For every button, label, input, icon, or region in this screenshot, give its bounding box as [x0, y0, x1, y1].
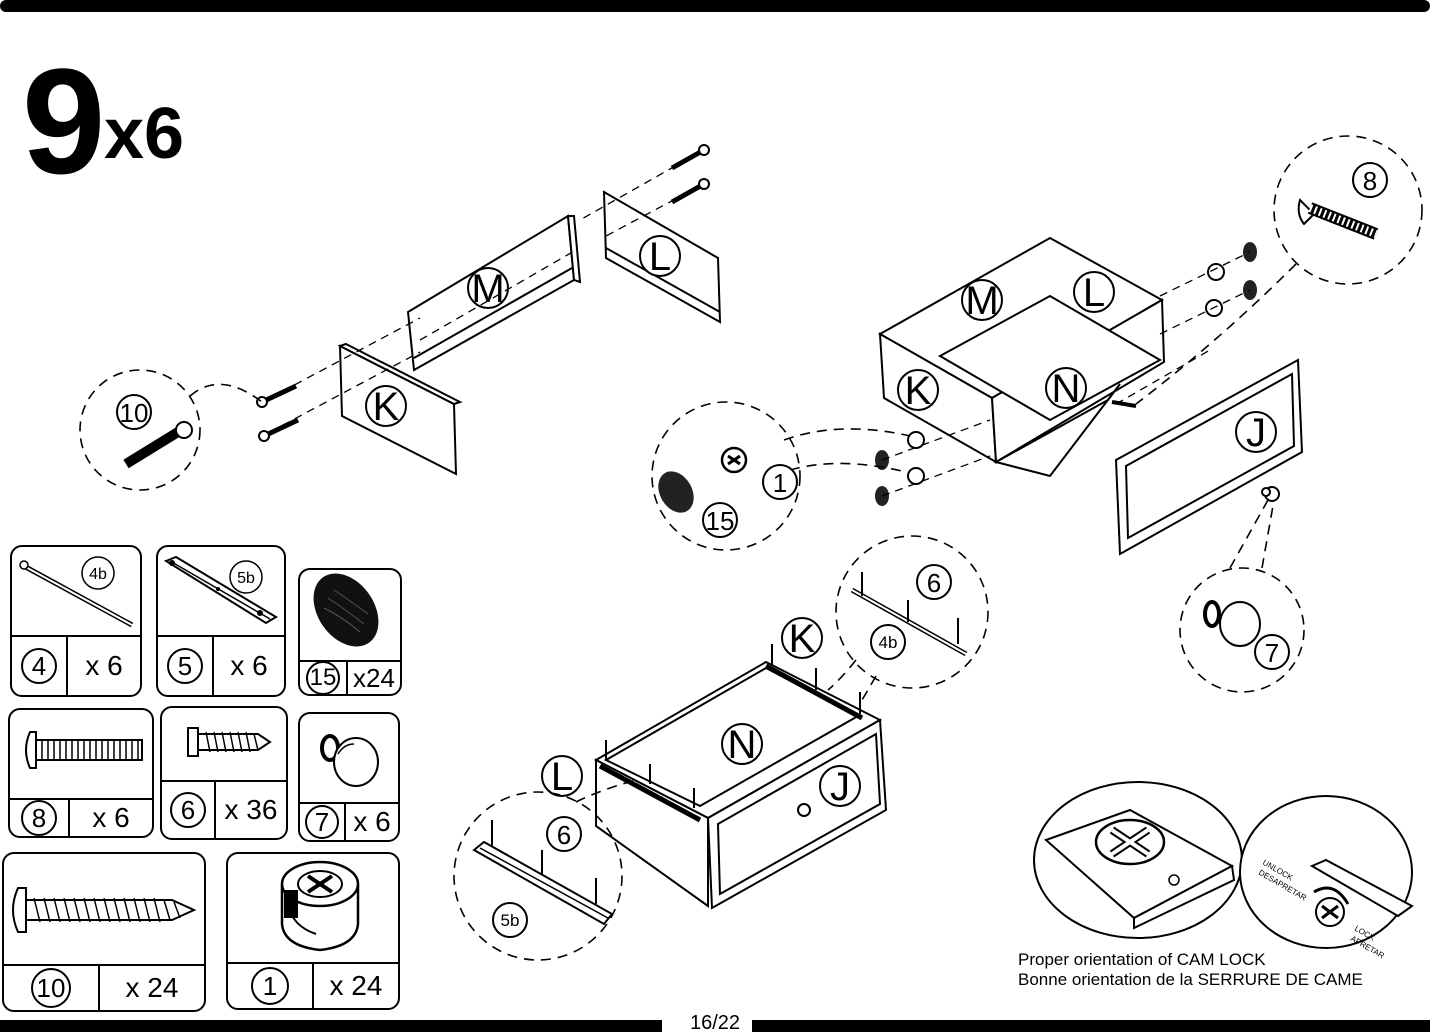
part-1-id: 1 — [251, 967, 289, 1005]
callout-10: 10 — [79, 369, 263, 491]
part-7-qty: x 6 — [353, 806, 391, 837]
front-knob — [1261, 486, 1280, 502]
part-15-qty: x24 — [353, 662, 395, 693]
part-6-box: 6 x 36 — [160, 706, 288, 840]
part-10-id: 10 — [31, 968, 71, 1008]
rail-tag-5b: 5b — [237, 570, 255, 587]
drawer-rail-5b-icon: 5b — [163, 555, 278, 625]
knob-7-icon — [320, 734, 379, 787]
callout-1-label: 1 — [773, 468, 787, 498]
part-1-box: 1 x 24 — [226, 852, 400, 1010]
part-5-qty: x 6 — [230, 650, 268, 681]
callout-6-4b: 6 4b — [827, 535, 989, 701]
cam-lock-caption-fr: Bonne orientation de la SERRURE DE CAME — [1018, 970, 1363, 989]
part-5-box: 5b 5 x 6 — [156, 545, 286, 697]
callout-4b-label: 4b — [879, 633, 898, 652]
drawer-rail-4b-icon: 4b — [19, 556, 134, 628]
step-number: 9 — [22, 37, 105, 205]
part-10-box: 10 x 24 — [2, 852, 206, 1012]
callout-10-label: 10 — [120, 398, 149, 428]
part-7-id: 7 — [305, 805, 339, 839]
top-border-bar — [0, 0, 1430, 12]
screw-6-icon — [187, 727, 272, 757]
part-4-qty: x 6 — [85, 650, 123, 681]
callout-6-top-label: 6 — [927, 568, 941, 598]
label-l-assembled: L — [1083, 271, 1105, 315]
part-10-qty: x 24 — [125, 972, 179, 1003]
drawer-assembled-box: M L K N — [877, 236, 1166, 478]
label-m-assembled: M — [965, 279, 998, 323]
label-j-bottom: J — [830, 765, 850, 809]
part-5-id: 5 — [167, 648, 203, 684]
part-8-id: 8 — [21, 800, 57, 836]
part-8-qty: x 6 — [92, 802, 130, 833]
cam-cover-cap-icon — [313, 573, 379, 647]
callout-5b-label: 5b — [501, 911, 520, 930]
label-k-bottom: K — [789, 617, 816, 661]
label-k-exploded: K — [373, 385, 400, 429]
cam-lock-caption-en: Proper orientation of CAM LOCK — [1018, 950, 1266, 969]
rail-tag-4b: 4b — [89, 566, 107, 583]
label-k-assembled: K — [905, 369, 932, 413]
callout-6-5b: 6 5b — [453, 779, 637, 961]
part-7-box: 7 x 6 — [298, 712, 400, 842]
wood-screw-10-icon — [12, 887, 197, 933]
cam-lock-detail-right: UNLOCK DESAPRETAR LOCK APRETAR — [1239, 795, 1414, 960]
screw-guides-exploded — [256, 144, 710, 442]
bolt-8-icon — [25, 731, 143, 769]
cam-lock-detail-left — [1033, 781, 1243, 939]
part-15-id: 15 — [306, 661, 340, 695]
part-6-id: 6 — [170, 792, 206, 828]
callout-1-15: 1 15 — [651, 401, 911, 551]
label-n-bottom: N — [728, 723, 757, 767]
label-l-exploded: L — [649, 235, 671, 279]
bottom-border-bar-right — [752, 1020, 1430, 1032]
page-number: 16/22 — [689, 1012, 741, 1034]
drawer-front-j: J — [1114, 358, 1304, 556]
callout-8-label: 8 — [1363, 166, 1377, 196]
callout-7: 7 — [1179, 499, 1305, 693]
part-15-box: 15 x24 — [298, 568, 402, 696]
callout-8: 8 — [1135, 135, 1423, 405]
part-6-qty: x 36 — [224, 794, 278, 825]
cam-fittings — [875, 242, 1257, 506]
label-l-bottom: L — [551, 755, 573, 799]
cam-lock-1-icon — [280, 860, 360, 952]
part-4-box: 4b 4 x 6 — [10, 545, 142, 697]
part-8-box: 8 x 6 — [8, 708, 154, 838]
callout-15-label: 15 — [706, 506, 735, 536]
callout-7-label: 7 — [1265, 638, 1279, 668]
cam-lock-caption: Proper orientation of CAM LOCK Bonne ori… — [1018, 950, 1363, 990]
bottom-border-bar-left — [0, 1020, 662, 1032]
callout-6-bottom-label: 6 — [557, 820, 571, 850]
drawer-with-rails: N J K L — [541, 617, 888, 910]
label-n-assembled: N — [1052, 367, 1081, 411]
label-j-front: J — [1246, 411, 1266, 455]
panel-m-exploded: M — [406, 214, 582, 372]
panel-l-exploded: L — [602, 190, 722, 324]
step-multiplier: x6 — [104, 94, 185, 174]
part-4-id: 4 — [21, 648, 57, 684]
panel-k-exploded: K — [337, 342, 463, 476]
part-1-qty: x 24 — [329, 970, 383, 1001]
label-m-exploded: M — [471, 267, 504, 311]
